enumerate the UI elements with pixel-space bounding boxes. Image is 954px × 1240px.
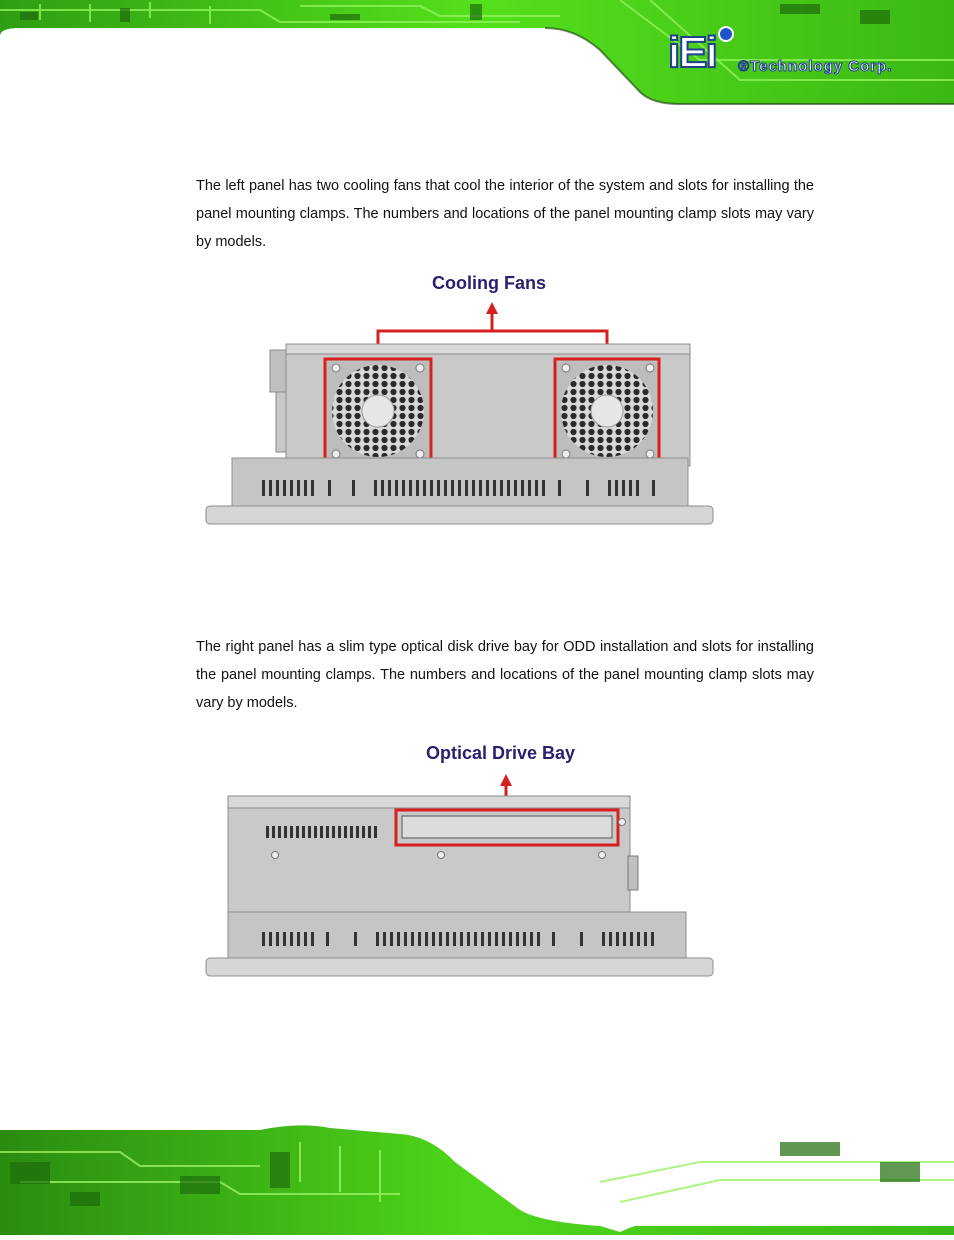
pcb-header-graphic: [0, 0, 954, 112]
page-header: iEi ®Technology Corp.: [0, 0, 954, 112]
cooling-fans-label: Cooling Fans: [432, 273, 546, 293]
company-logo: iEi ®Technology Corp.: [667, 26, 928, 80]
logo-dot-icon: [718, 26, 734, 42]
pcb-footer-graphic: [0, 1125, 954, 1235]
logo-mark: iEi: [667, 28, 719, 77]
left-panel-illustration: [205, 302, 714, 525]
right-panel-figure: [200, 770, 720, 982]
left-panel-figure: [200, 300, 720, 532]
right-panel-illustration: [205, 774, 714, 977]
right-panel-description: The right panel has a slim type optical …: [196, 639, 814, 711]
left-panel-description: The left panel has two cooling fans that…: [196, 178, 814, 250]
page-footer: [0, 1122, 954, 1235]
optical-drive-bay-label: Optical Drive Bay: [426, 743, 576, 763]
logo-text: ®Technology Corp.: [737, 58, 893, 76]
